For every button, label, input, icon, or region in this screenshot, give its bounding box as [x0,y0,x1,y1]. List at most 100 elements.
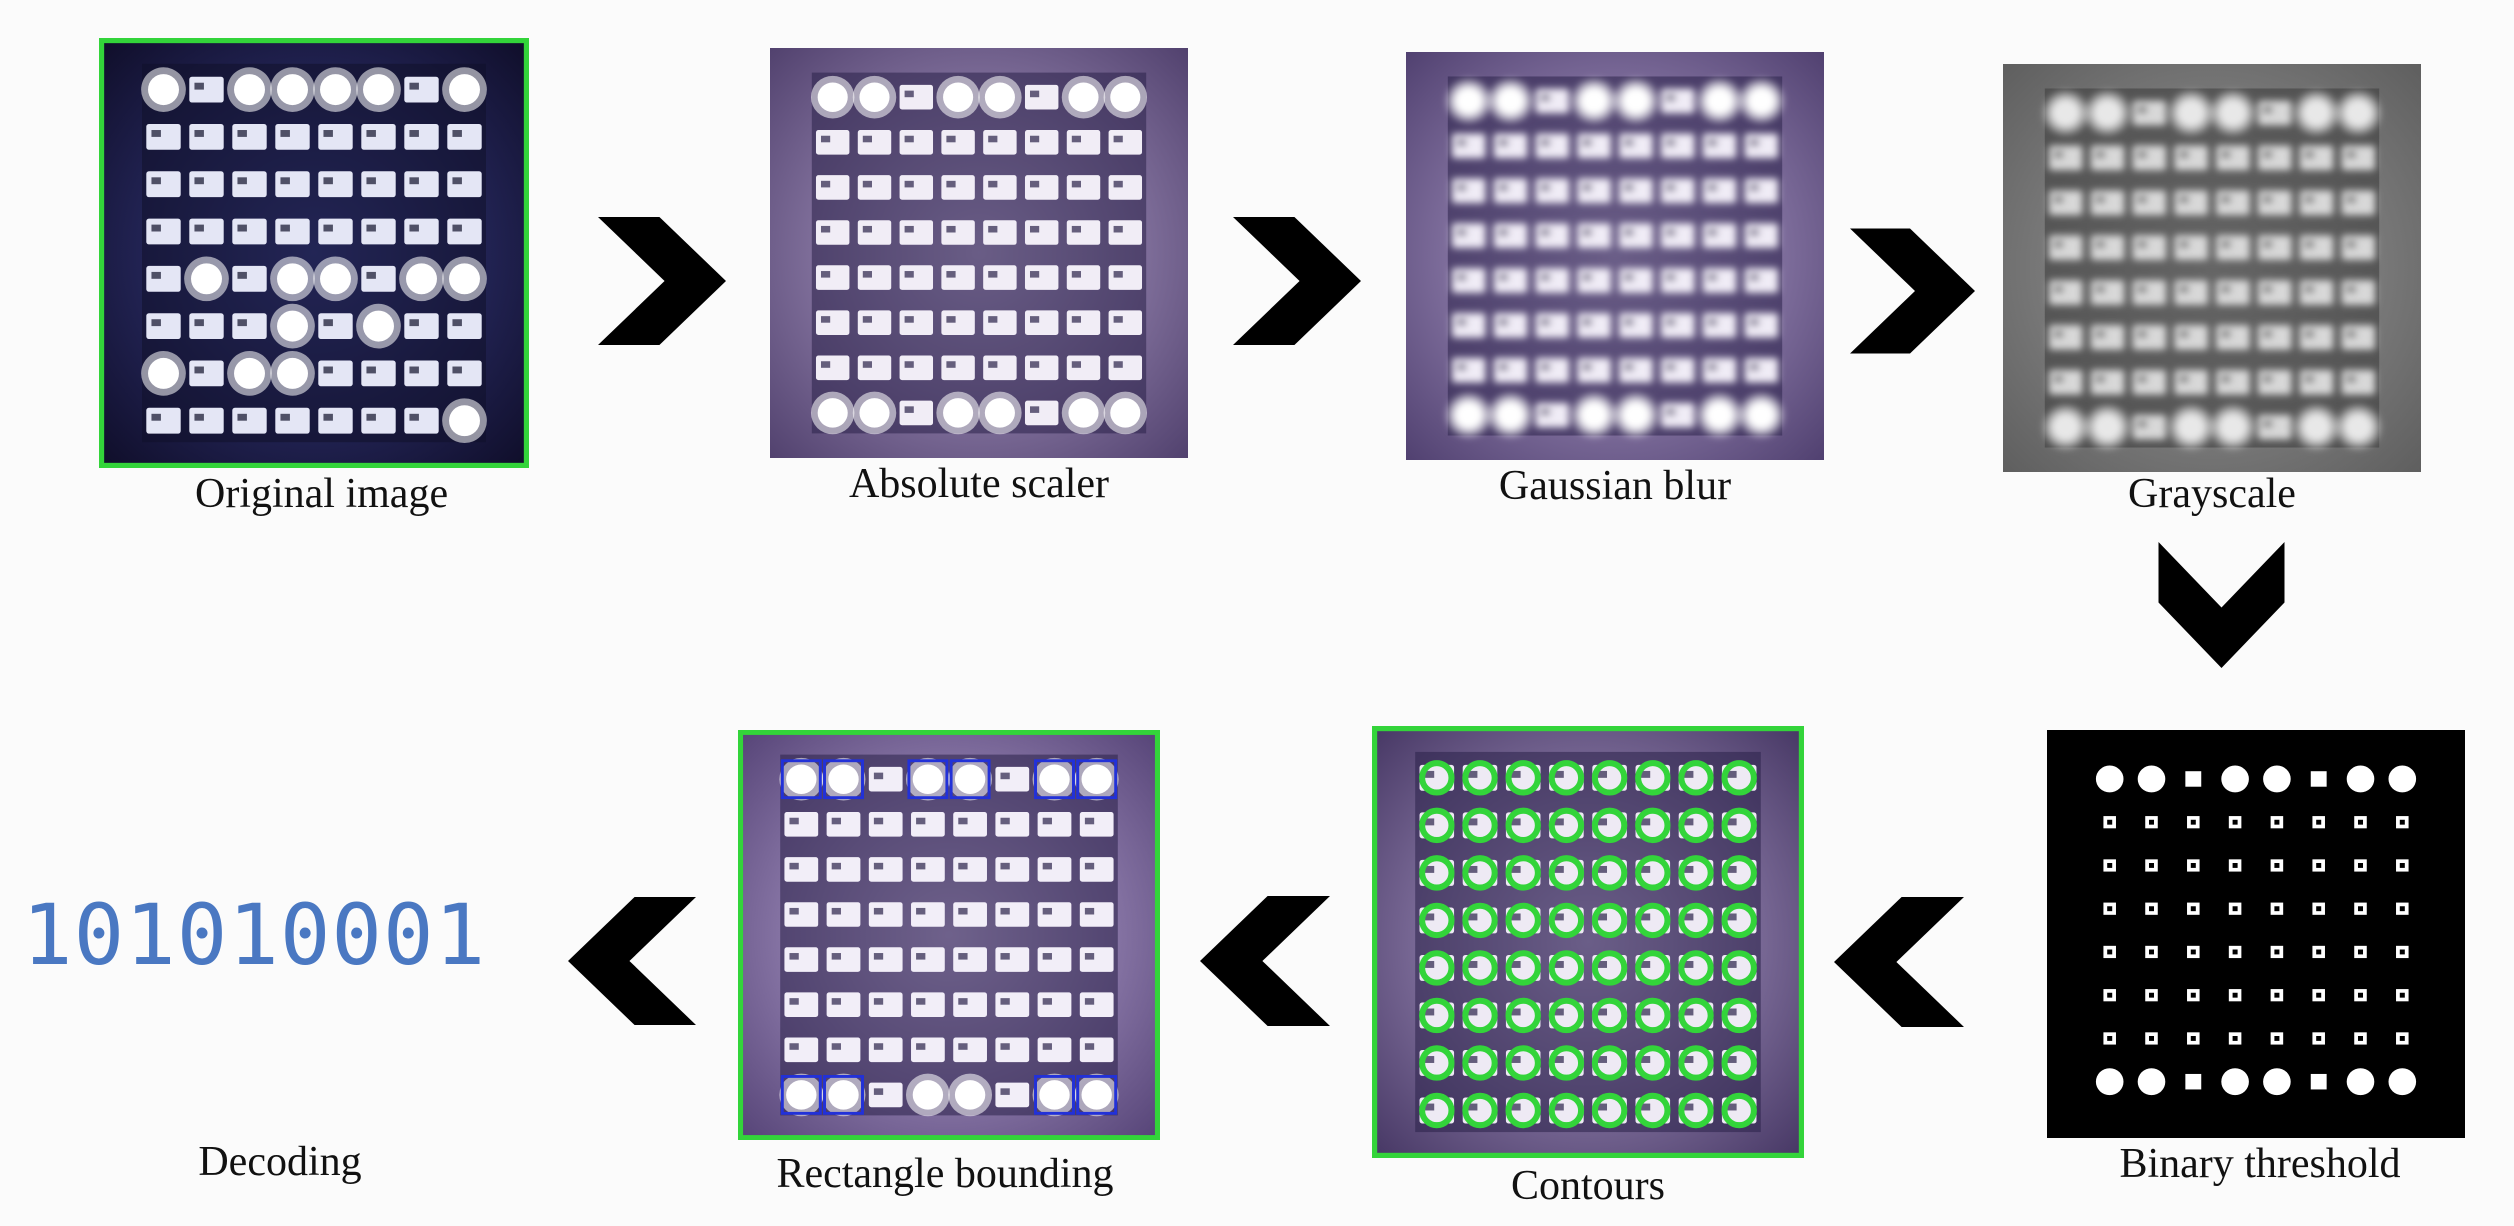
contour-outline [1462,760,1498,796]
led-lit [363,74,394,106]
led-chip [1640,770,1651,778]
led-chip [946,135,956,143]
led-chip [1749,184,1759,191]
led-chip [452,224,462,232]
contour-outline [1635,807,1671,844]
led-chip [280,130,290,137]
led-cell [983,265,1017,290]
contour-outline [1721,997,1757,1034]
contour-outline [1721,902,1757,939]
led-lit [2050,412,2081,442]
led-chip [1467,770,1478,778]
contour-outline [1548,807,1585,844]
led-chip [1665,363,1676,371]
led-chip [1000,817,1010,825]
led-chip [2262,241,2273,248]
led-chip [1665,184,1676,191]
contour-outline [1635,1045,1671,1081]
bounding-box [823,759,864,800]
led-chip [2053,241,2064,248]
led-chip [2137,241,2147,248]
led-chip [280,224,290,232]
contour-outline [1591,855,1628,891]
original-image-panel [99,38,529,468]
led-chip [2346,151,2356,158]
binary-hole [2232,949,2238,955]
led-cell [1108,175,1143,200]
led-chip [151,413,161,421]
binary-hole [2274,992,2280,998]
led-chip [1029,271,1040,278]
led-chip [2221,375,2231,383]
contour-outline [1721,1045,1757,1081]
led-cell [2299,145,2334,171]
rectangle-bounding-caption: Rectangle bounding [776,1151,1114,1197]
led-cell [447,171,482,198]
led-cell [2299,280,2334,305]
led-chip [1084,862,1095,870]
led-lit [1068,398,1099,428]
led-chip [916,907,926,915]
contour-outline [1419,950,1455,986]
led-cell [1451,178,1486,203]
contour-outline [1419,807,1455,844]
led-cell [275,218,310,245]
led-cell [1037,947,1072,972]
led-chip [2179,330,2189,338]
led-chip [1540,408,1550,416]
binary-hole [2274,1036,2280,1041]
led-chip [1582,318,1592,326]
led-chip [1665,229,1676,236]
led-cell [1024,265,1059,290]
led-chip [1000,862,1010,870]
led-chip [1554,865,1564,873]
led-cell [815,310,850,335]
led-chip [988,180,998,188]
led-chip [1683,1103,1694,1111]
led-chip [151,271,161,279]
led-chip [2095,375,2105,383]
led-lit [817,398,848,428]
binary-threshold-caption: Binary threshold [2119,1141,2401,1187]
led-lit [984,398,1015,428]
led-cell [868,766,903,792]
led-cell [983,130,1017,155]
binary-hole [2399,1036,2405,1041]
led-chip [2346,330,2356,338]
led-chip [1424,1008,1435,1016]
binary-blob [2095,1068,2124,1096]
led-chip [1749,273,1759,281]
led-chip [2137,285,2147,293]
led-lit [1453,400,1484,430]
led-chip [1683,865,1694,873]
led-chip [1424,913,1435,921]
led-chip [1042,862,1052,870]
binary-blob [2137,765,2166,793]
led-chip [1665,139,1676,146]
led-chip [1597,1056,1608,1063]
led-chip [237,224,247,232]
panel-border [738,730,1160,1140]
led-cell [275,407,310,434]
led-chip [1424,770,1435,778]
led-chip [366,177,376,185]
led-chip [789,1043,799,1050]
led-cell [1619,133,1653,159]
led-chip [366,224,376,232]
led-chip [2221,285,2231,293]
led-lit [1704,86,1735,116]
led-chip [2179,375,2189,383]
led-chip [366,130,376,137]
led-chip [2095,241,2105,248]
led-cell [1660,358,1695,383]
binary-hole [2107,949,2113,955]
binary-hole [2107,1036,2113,1041]
contour-outline [1462,855,1498,891]
led-cell [1744,268,1779,293]
led-chip [1640,818,1651,826]
led-chip [2179,241,2189,248]
led-chip [873,1043,884,1050]
led-chip [194,319,204,327]
led-chip [194,130,204,137]
led-chip [366,413,376,421]
